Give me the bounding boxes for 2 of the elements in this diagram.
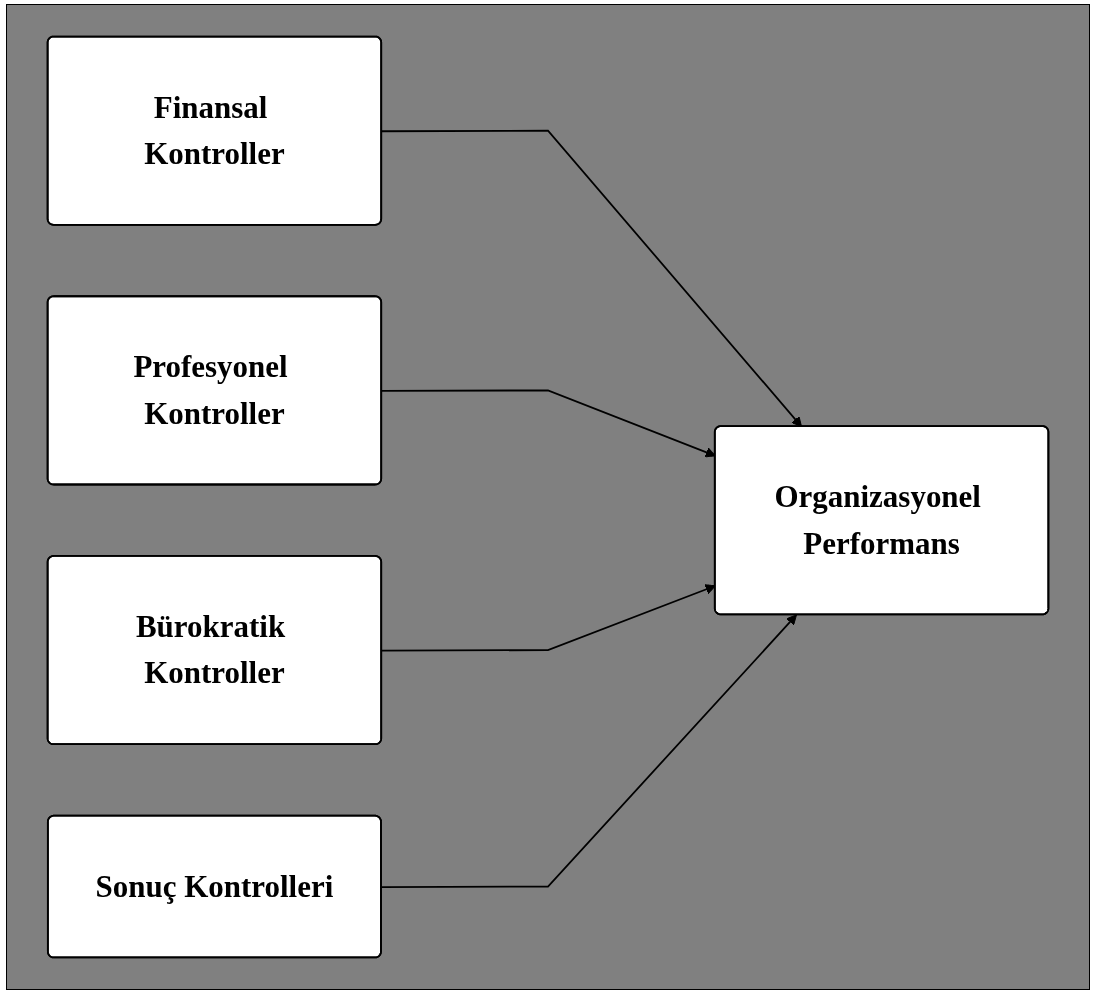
arrow: [380, 614, 797, 889]
flowchart: Finansal Kontroller Profesyonel Kontroller Bürokratik Kontroller Sonuç Kontrolleri Organizasyonel Performans: [28, 27, 1068, 967]
